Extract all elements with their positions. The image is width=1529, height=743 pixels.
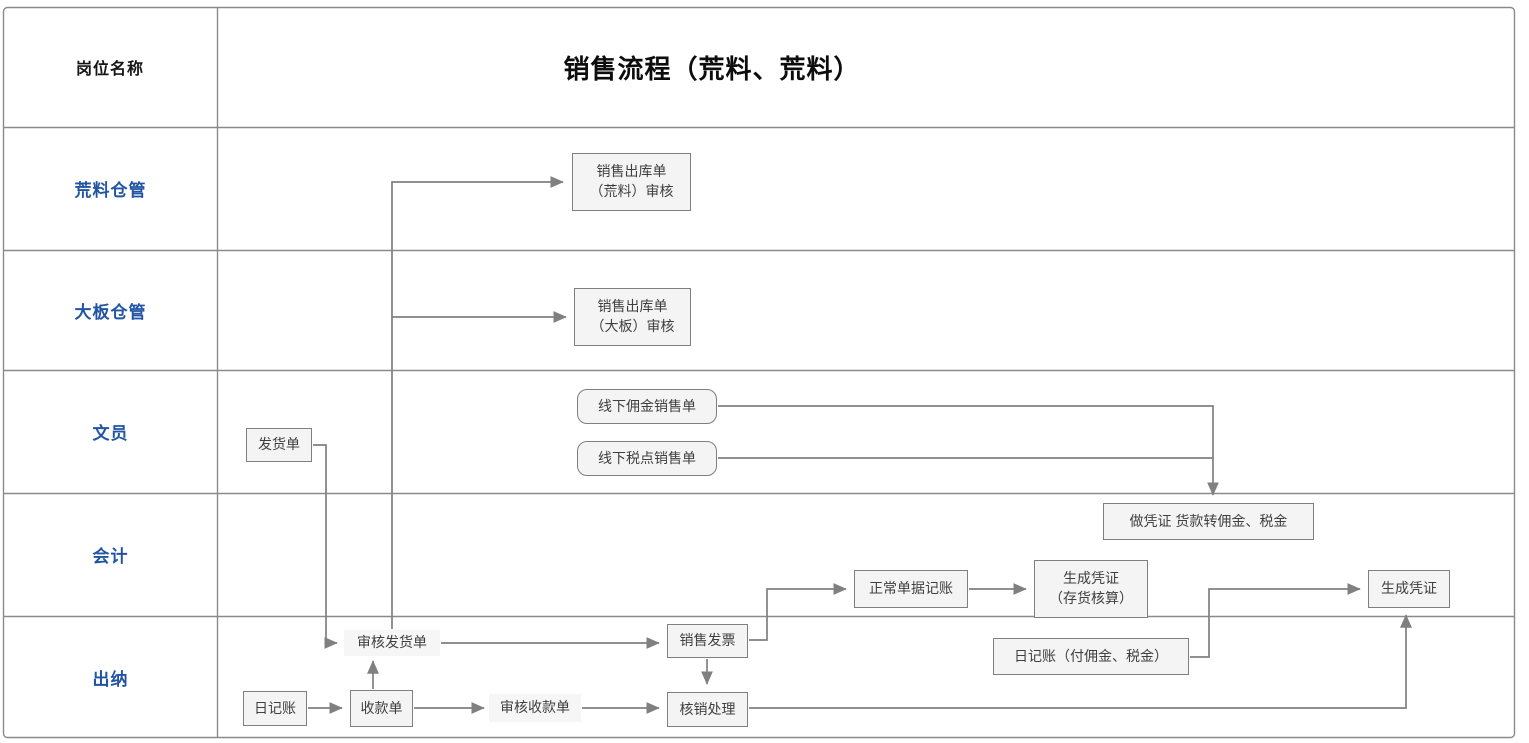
node-shengcheng-pingzheng-cunhuo: 生成凭证 （存货核算）	[1034, 560, 1148, 618]
node-xianxia-shuidian-xiaoshoudan: 线下税点销售单	[577, 441, 717, 476]
node-shenhe-shoukuandan: 审核收款单	[489, 694, 581, 722]
diagram-title: 销售流程（荒料、荒料）	[563, 53, 861, 84]
lane-label-huangliao-cangguan: 荒料仓管	[74, 181, 147, 200]
connector-shenhefahuodan-to-outbound-hl	[391, 176, 564, 629]
node-xianxia-yongjin-xiaoshoudan: 线下佣金销售单	[577, 389, 717, 424]
node-outbound-daban-audit: 销售出库单 （大板）审核	[574, 288, 691, 346]
corner-label: 岗位名称	[75, 61, 144, 78]
node-rijizhang-fuyongjin: 日记账（付佣金、税金）	[993, 638, 1189, 675]
node-shoukuandan: 收款单	[350, 690, 413, 727]
connector-rijizhangfu-to-shengchengpingzheng	[1190, 583, 1361, 658]
node-shengcheng-pingzheng: 生成凭证	[1368, 570, 1450, 608]
node-zhengchang-danju-jizhang: 正常单据记账	[854, 570, 968, 608]
node-shenhe-fahuodan: 审核发货单	[344, 630, 440, 656]
lane-label-wenyuan: 文员	[92, 424, 129, 443]
node-hexiao-chuli: 核销处理	[667, 692, 748, 727]
connector-xiaoshoufapiao-to-zhengchangdanju	[749, 583, 847, 641]
node-outbound-huangliao-audit: 销售出库单 （荒料）审核	[572, 153, 691, 211]
lane-label-daban-cangguan: 大板仓管	[74, 302, 147, 322]
connector-fahuodan-to-shenhefahuodan	[313, 444, 338, 649]
node-zuopingzheng-huokuan: 做凭证 货款转佣金、税金	[1103, 503, 1314, 540]
connector-hexiaochuli-to-shengchengpingzheng	[749, 614, 1412, 709]
node-fahuodan: 发货单	[246, 428, 312, 462]
connectors	[308, 176, 1412, 714]
swimlane-grid	[2, 6, 1516, 739]
lane-label-kuaiji: 会计	[92, 547, 129, 566]
connector-xianxiayongjin-to-zuopingzheng	[718, 405, 1219, 496]
node-xiaoshou-fapiao: 销售发票	[667, 624, 748, 658]
outer-border	[2, 6, 1516, 739]
lane-label-chuna: 出纳	[92, 669, 129, 689]
node-rijizhang: 日记账	[243, 691, 307, 726]
